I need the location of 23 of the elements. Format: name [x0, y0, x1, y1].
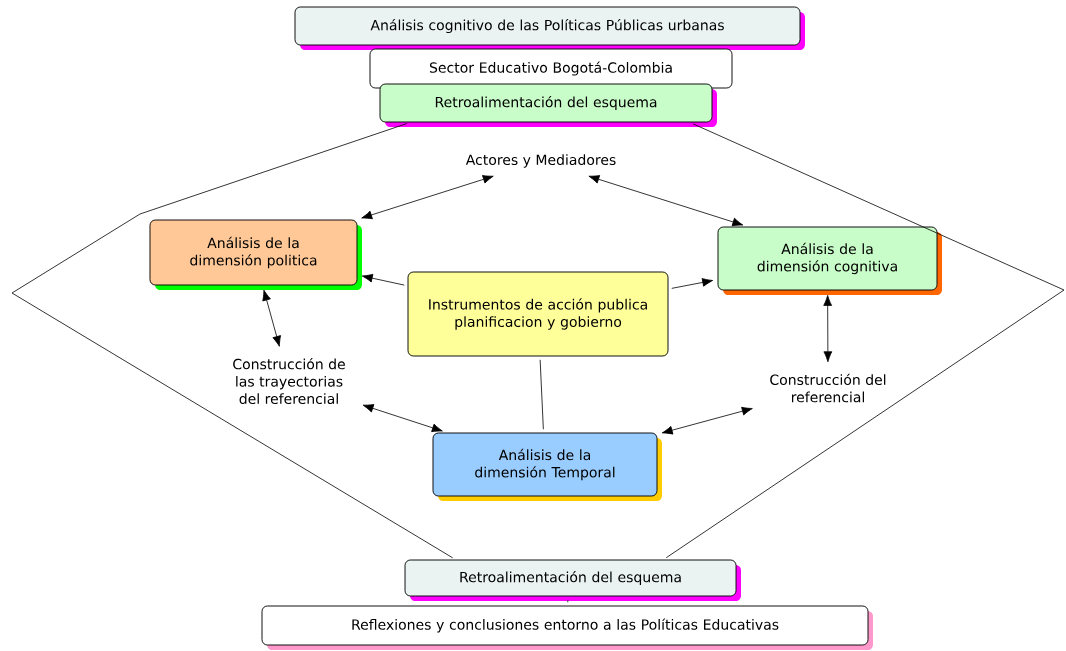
connector-line [665, 123, 1065, 559]
arrow [823, 295, 833, 363]
concept-box: Análisis de la dimensión cognitiva [717, 226, 942, 295]
concept-box: Instrumentos de acción publica planificacion y gobierno [407, 271, 669, 357]
arrow [361, 175, 494, 220]
concept-box: Retroalimentación del esquema [404, 559, 741, 601]
concept-box: Retroalimentación del esquema [379, 83, 717, 127]
concept-box: Análisis de la dimensión Temporal [432, 432, 662, 501]
concept-box: Análisis de la dimensión politica [149, 219, 362, 290]
connector-line [11, 123, 454, 559]
concept-box: Análisis cognitivo de las Políticas Públicas urbanas [294, 6, 805, 50]
concept-box: Reflexiones y conclusiones entorno a las Políticas Educativas [261, 605, 873, 650]
concept-label: Construcción del referencial [770, 373, 886, 403]
connector-line [539, 359, 544, 430]
connector-line [567, 599, 569, 603]
concept-label: Actores y Mediadores [465, 154, 616, 168]
concept-label: Construcción de las trayectorias del referencial [233, 358, 345, 405]
arrow [671, 278, 714, 289]
arrow [588, 175, 744, 227]
arrow [262, 289, 281, 347]
arrow [661, 406, 753, 435]
arrow [362, 404, 443, 433]
arrow [361, 273, 405, 286]
